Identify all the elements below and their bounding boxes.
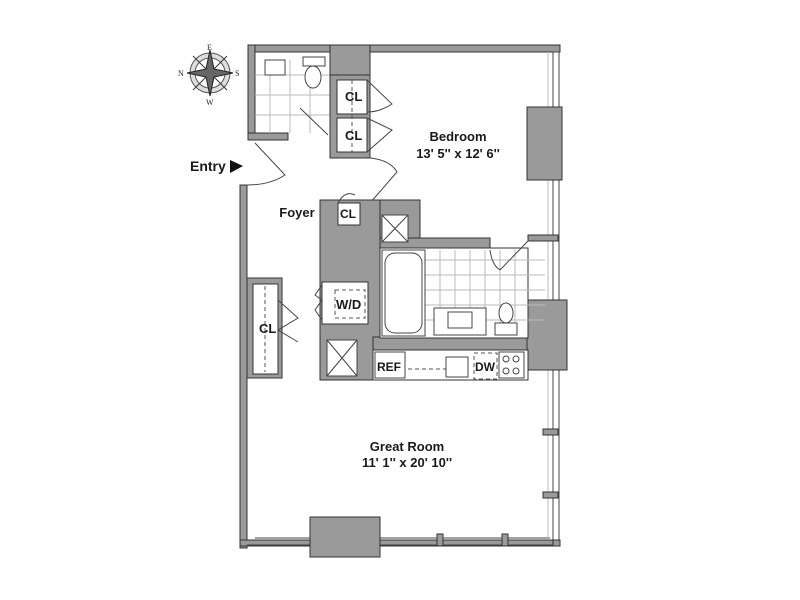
arrow-right-icon — [230, 160, 243, 173]
refrigerator-label: REF — [377, 360, 401, 374]
refrigerator — [374, 351, 406, 379]
bedroom-closets: CL CL — [329, 74, 398, 204]
compass-east: E — [207, 43, 212, 52]
closet-label: CL — [345, 89, 362, 104]
great-room-name: Great Room — [370, 439, 444, 454]
toilet-icon — [498, 302, 514, 324]
compass-south: S — [235, 69, 239, 78]
column — [309, 516, 381, 558]
kitchen: REF DW — [372, 349, 529, 381]
door[interactable] — [299, 107, 329, 136]
bedroom-name: Bedroom — [429, 129, 486, 144]
closet-label: CL — [259, 321, 276, 336]
toilet-icon — [304, 65, 322, 89]
foyer-label: Foyer — [279, 205, 314, 220]
dishwasher — [473, 352, 498, 380]
foyer-closet: CL — [246, 277, 299, 379]
sink-icon — [445, 356, 469, 378]
compass-west: W — [206, 98, 214, 107]
door[interactable] — [489, 240, 529, 271]
window-mullions — [436, 428, 561, 547]
compass-north: N — [178, 69, 184, 78]
column — [526, 106, 563, 181]
entry-door[interactable] — [246, 142, 286, 186]
compass-rose-icon: E N S W — [178, 43, 239, 107]
bathroom-2 — [379, 240, 545, 339]
dishwasher-label: DW — [475, 360, 496, 374]
sink-icon — [264, 59, 286, 76]
washer-dryer — [334, 289, 366, 319]
closet-label: CL — [345, 128, 362, 143]
bathtub-icon — [384, 252, 423, 334]
entry-label: Entry — [190, 158, 226, 174]
washer-dryer-label: W/D — [336, 297, 361, 312]
great-room-dimensions: 11' 1'' x 20' 10'' — [362, 455, 452, 470]
bedroom-dimensions: 13' 5'' x 12' 6'' — [416, 146, 500, 161]
closet-label: CL — [340, 207, 356, 221]
stove-icon — [498, 351, 525, 379]
bathroom-1 — [255, 56, 330, 136]
sink-icon — [447, 311, 473, 329]
